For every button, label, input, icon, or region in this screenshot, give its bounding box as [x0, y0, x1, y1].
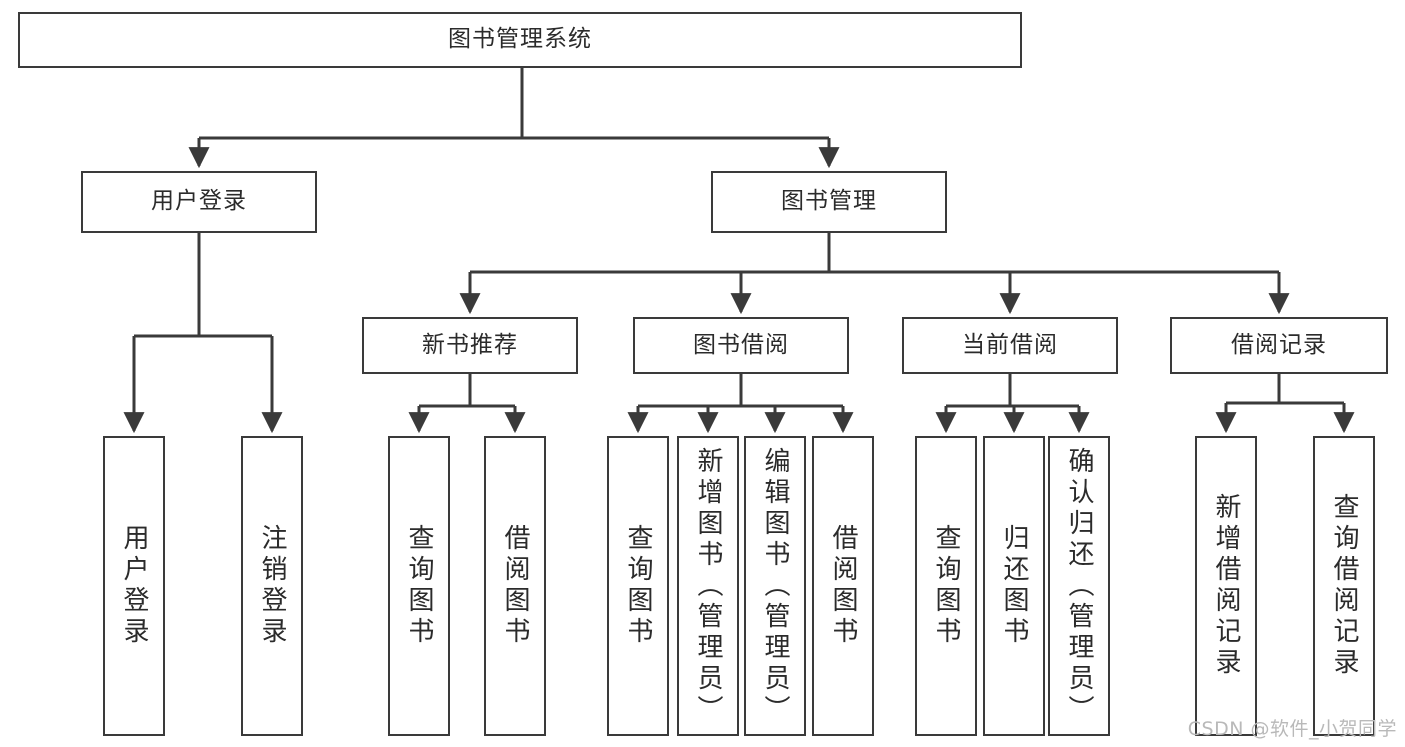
node-label: 当前借阅 — [962, 331, 1058, 358]
node-level3-new-book-recommend[interactable]: 新书推荐 — [362, 317, 578, 374]
node-label: 编辑图书（管理员） — [760, 446, 790, 726]
node-label: 归还图书 — [999, 524, 1029, 648]
node-leaf-return-book[interactable]: 归还图书 — [983, 436, 1045, 736]
node-leaf-borrow-book[interactable]: 借阅图书 — [812, 436, 874, 736]
node-label: 用户登录 — [119, 524, 149, 648]
node-label: 确认归还（管理员） — [1064, 446, 1094, 726]
node-label: 借阅图书 — [500, 524, 530, 648]
node-root-label: 图书管理系统 — [448, 26, 592, 53]
node-label: 注销登录 — [257, 524, 287, 648]
node-level3-borrow-records[interactable]: 借阅记录 — [1170, 317, 1388, 374]
node-leaf-query-book-current[interactable]: 查询图书 — [915, 436, 977, 736]
node-leaf-add-borrow-record[interactable]: 新增借阅记录 — [1195, 436, 1257, 736]
node-leaf-confirm-return-admin[interactable]: 确认归还（管理员） — [1048, 436, 1110, 736]
node-leaf-logout[interactable]: 注销登录 — [241, 436, 303, 736]
node-label: 新书推荐 — [422, 331, 518, 358]
node-level3-current-borrow[interactable]: 当前借阅 — [902, 317, 1118, 374]
watermark: CSDN @软件_小贺同学 — [1187, 718, 1397, 740]
node-label: 图书管理 — [781, 188, 877, 215]
node-leaf-edit-book-admin[interactable]: 编辑图书（管理员） — [744, 436, 806, 736]
node-leaf-add-book-admin[interactable]: 新增图书（管理员） — [677, 436, 739, 736]
node-leaf-query-book-borrow[interactable]: 查询图书 — [607, 436, 669, 736]
node-leaf-query-book-recommend[interactable]: 查询图书 — [388, 436, 450, 736]
node-label: 查询图书 — [623, 524, 653, 648]
node-leaf-query-borrow-record[interactable]: 查询借阅记录 — [1313, 436, 1375, 736]
node-label: 查询图书 — [404, 524, 434, 648]
node-label: 新增借阅记录 — [1211, 493, 1241, 679]
node-leaf-user-login[interactable]: 用户登录 — [103, 436, 165, 736]
node-leaf-borrow-book-recommend[interactable]: 借阅图书 — [484, 436, 546, 736]
node-label: 图书借阅 — [693, 331, 789, 358]
node-label: 新增图书（管理员） — [693, 446, 723, 726]
node-root[interactable]: 图书管理系统 — [18, 12, 1022, 68]
node-label: 借阅记录 — [1231, 331, 1327, 358]
node-label: 用户登录 — [151, 188, 247, 215]
node-level2-user-login[interactable]: 用户登录 — [81, 171, 317, 233]
node-label: 查询图书 — [931, 524, 961, 648]
node-label: 借阅图书 — [828, 524, 858, 648]
node-level3-book-borrow[interactable]: 图书借阅 — [633, 317, 849, 374]
node-level2-book-management[interactable]: 图书管理 — [711, 171, 947, 233]
node-label: 查询借阅记录 — [1329, 493, 1359, 679]
